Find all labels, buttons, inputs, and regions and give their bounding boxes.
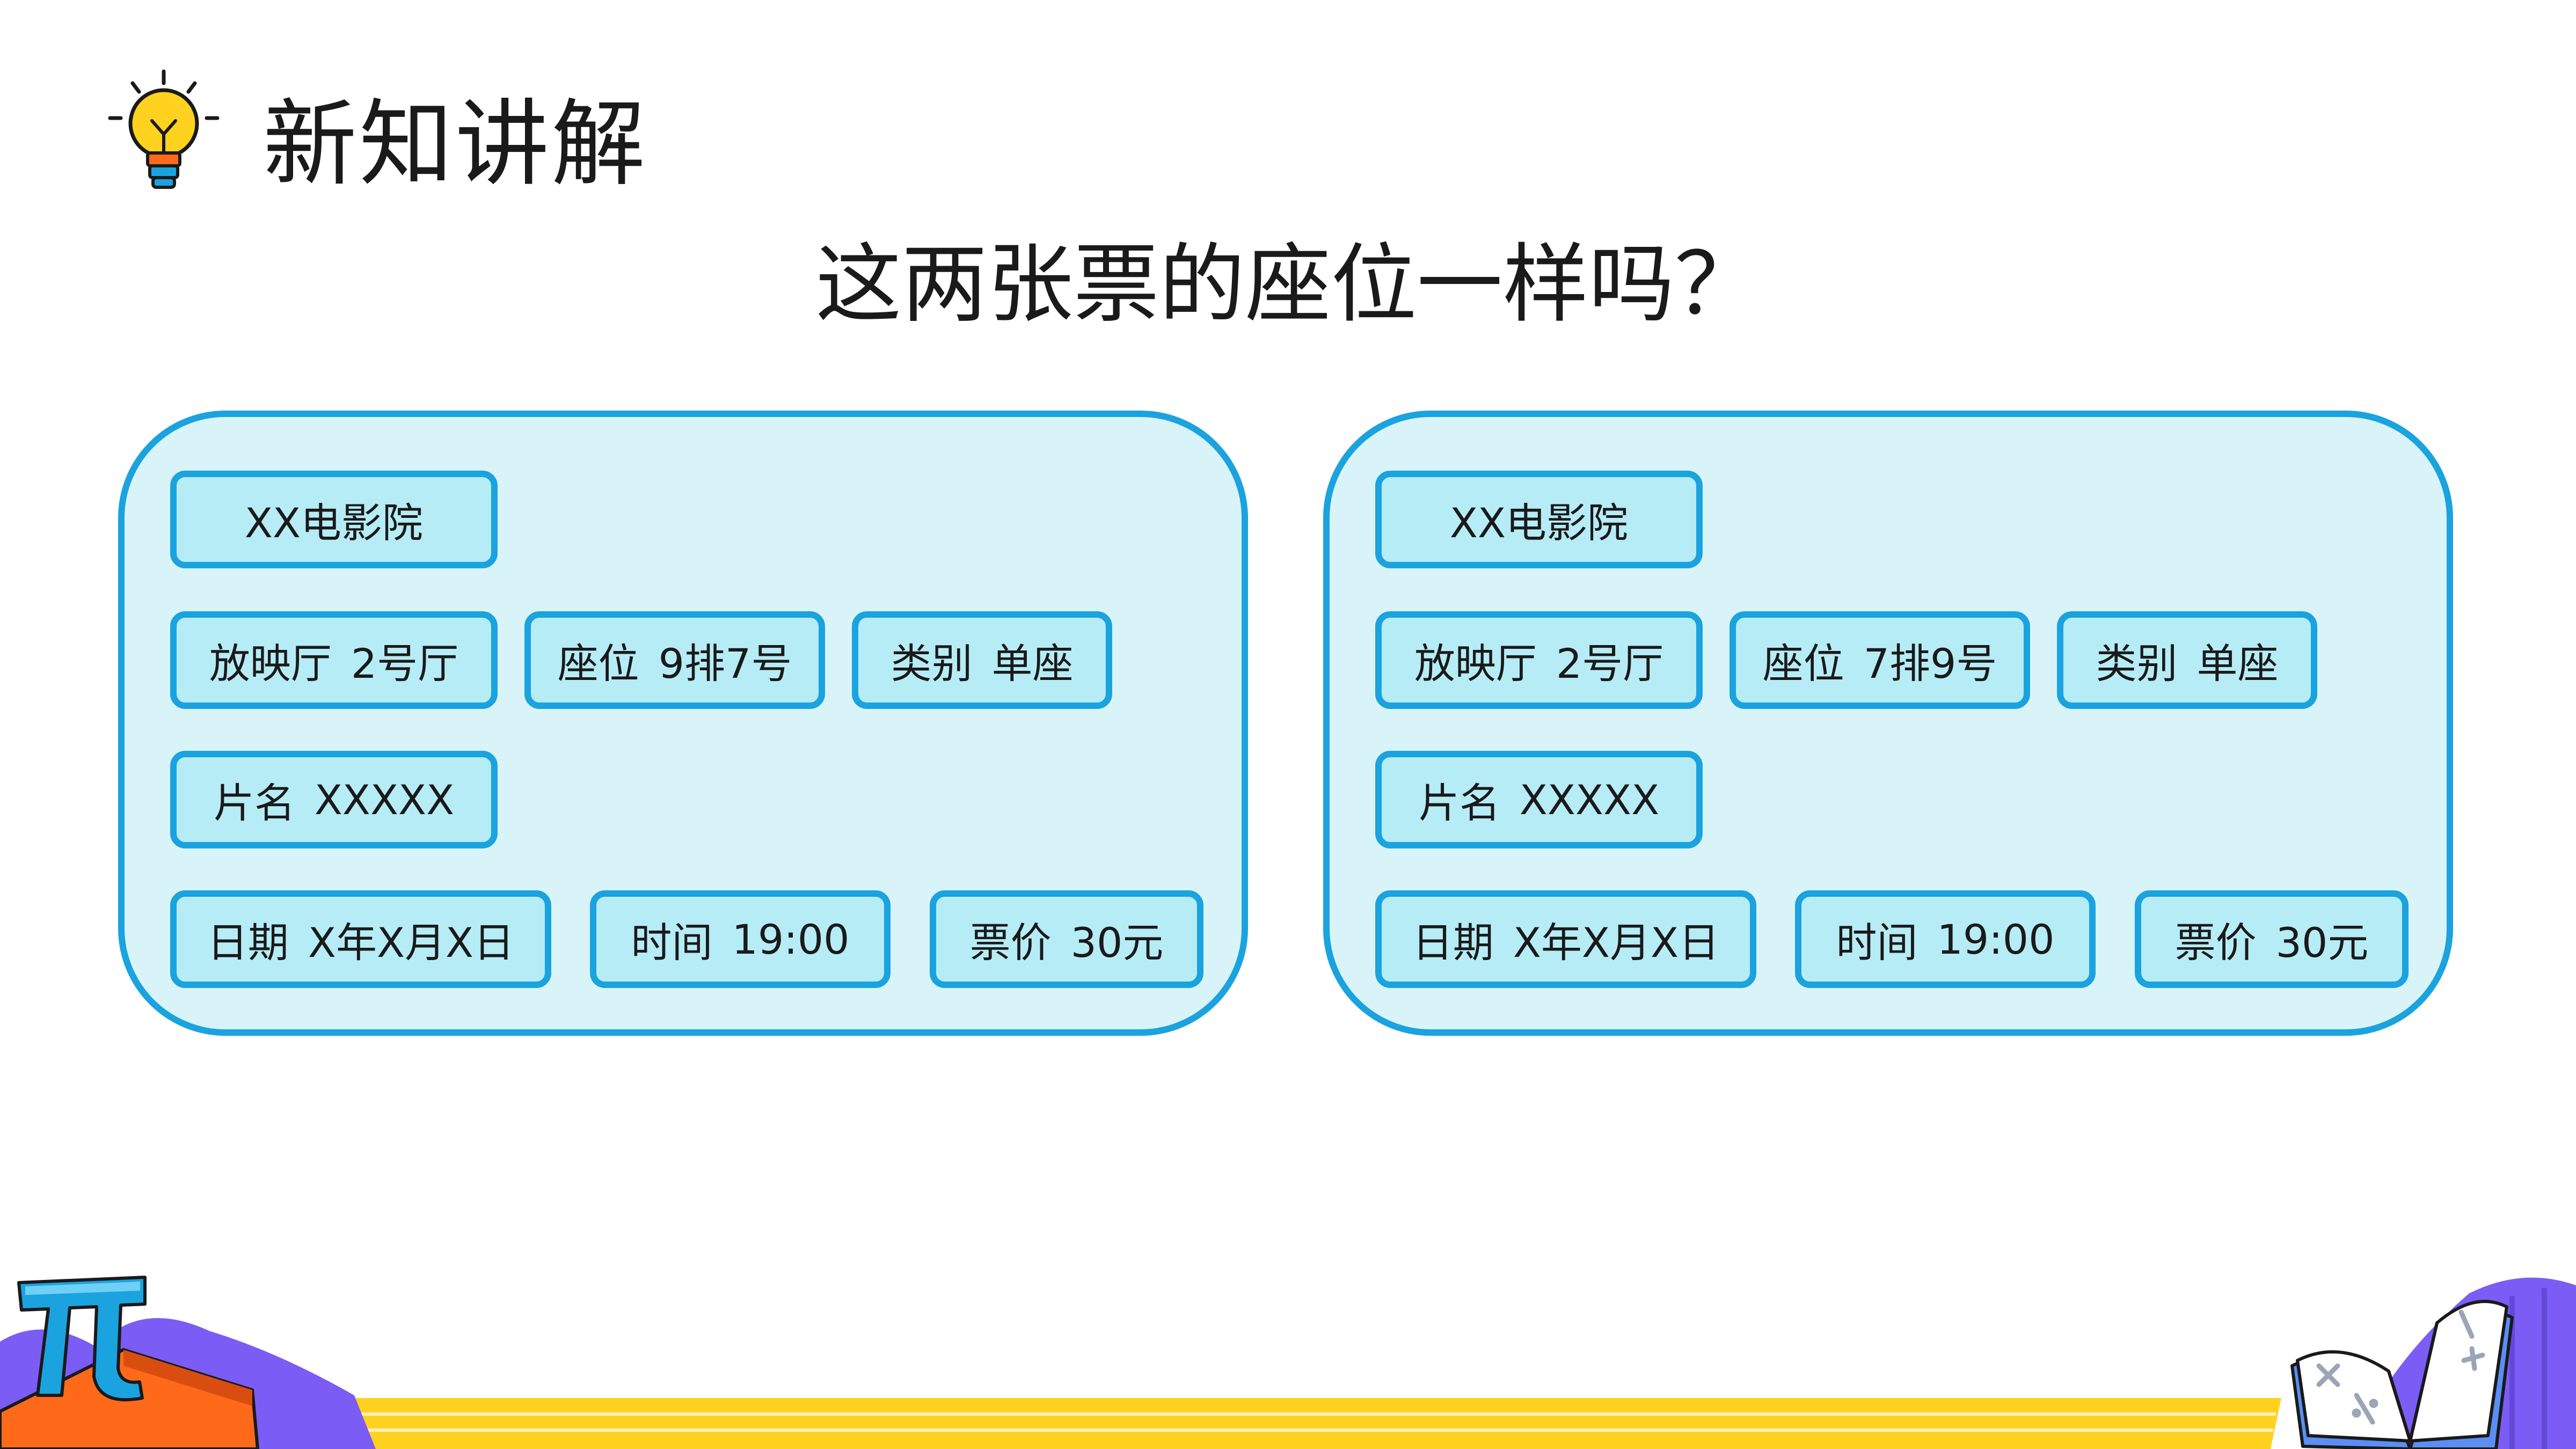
- date-field: 日期 X年X月X日: [1375, 890, 1756, 988]
- hall-field: 放映厅 2号厅: [1375, 611, 1703, 709]
- time-label: 时间: [631, 919, 713, 967]
- seat-field: 座位 9排7号: [524, 611, 825, 709]
- cinema-field: XX电影院: [1375, 471, 1703, 568]
- type-value: 单座: [991, 640, 1074, 687]
- footer-decoration: [0, 1277, 2576, 1449]
- section-title: 新知讲解: [263, 90, 647, 199]
- hall-field: 放映厅 2号厅: [170, 611, 498, 709]
- seat-label: 座位: [1762, 640, 1844, 687]
- time-value: 19:00: [732, 915, 850, 963]
- type-value: 单座: [2196, 640, 2279, 687]
- math-book-icon: [2290, 1300, 2514, 1449]
- time-field: 时间 19:00: [1795, 890, 2096, 988]
- seat-value: 7排9号: [1863, 640, 1997, 687]
- price-field: 票价 30元: [2135, 890, 2409, 988]
- type-field: 类别 单座: [852, 611, 1112, 709]
- seat-field: 座位 7排9号: [1730, 611, 2030, 709]
- time-label: 时间: [1836, 919, 1918, 967]
- seat-label: 座位: [557, 640, 639, 687]
- date-value: X年X月X日: [1513, 919, 1720, 967]
- date-value: X年X月X日: [308, 919, 515, 967]
- hall-label: 放映厅: [209, 640, 332, 687]
- price-label: 票价: [969, 919, 1052, 967]
- movie-label: 片名: [1418, 779, 1500, 827]
- movie-value: XXXXX: [1519, 775, 1660, 824]
- movie-field: 片名 XXXXX: [170, 751, 498, 848]
- date-field: 日期 X年X月X日: [170, 890, 551, 988]
- price-field: 票价 30元: [930, 890, 1203, 988]
- date-label: 日期: [1412, 919, 1494, 967]
- type-label: 类别: [891, 640, 973, 687]
- movie-label: 片名: [213, 779, 295, 827]
- footer-bar-stripes: [335, 1413, 2276, 1432]
- date-label: 日期: [207, 919, 289, 967]
- time-value: 19:00: [1937, 915, 2055, 963]
- lightbulb-icon: [108, 69, 220, 189]
- cinema-name: XX电影院: [1449, 499, 1629, 547]
- movie-value: XXXXX: [314, 775, 455, 824]
- ticket-card-2: XX电影院 放映厅 2号厅 座位 7排9号 类别 单座 片名 XXXXX 日期 …: [1323, 411, 2453, 1036]
- ticket-card-1: XX电影院 放映厅 2号厅 座位 9排7号 类别 单座 片名 XXXXX 日期 …: [118, 411, 1248, 1036]
- price-value: 30元: [1070, 919, 1164, 967]
- price-value: 30元: [2275, 919, 2369, 967]
- time-field: 时间 19:00: [590, 890, 891, 988]
- price-label: 票价: [2174, 919, 2257, 967]
- cinema-name: XX电影院: [244, 499, 424, 547]
- hall-value: 2号厅: [351, 640, 459, 687]
- math-symbols: [2316, 1309, 2485, 1425]
- footer-bar: [322, 1398, 2281, 1449]
- pi-symbol-icon: [17, 1276, 147, 1402]
- hall-label: 放映厅: [1414, 640, 1537, 687]
- type-label: 类别: [2096, 640, 2178, 687]
- cinema-field: XX电影院: [170, 471, 498, 568]
- seat-value: 9排7号: [658, 640, 792, 687]
- movie-field: 片名 XXXXX: [1375, 751, 1703, 848]
- type-field: 类别 单座: [2057, 611, 2317, 709]
- question-text: 这两张票的座位一样吗？: [815, 234, 1761, 334]
- hall-value: 2号厅: [1556, 640, 1664, 687]
